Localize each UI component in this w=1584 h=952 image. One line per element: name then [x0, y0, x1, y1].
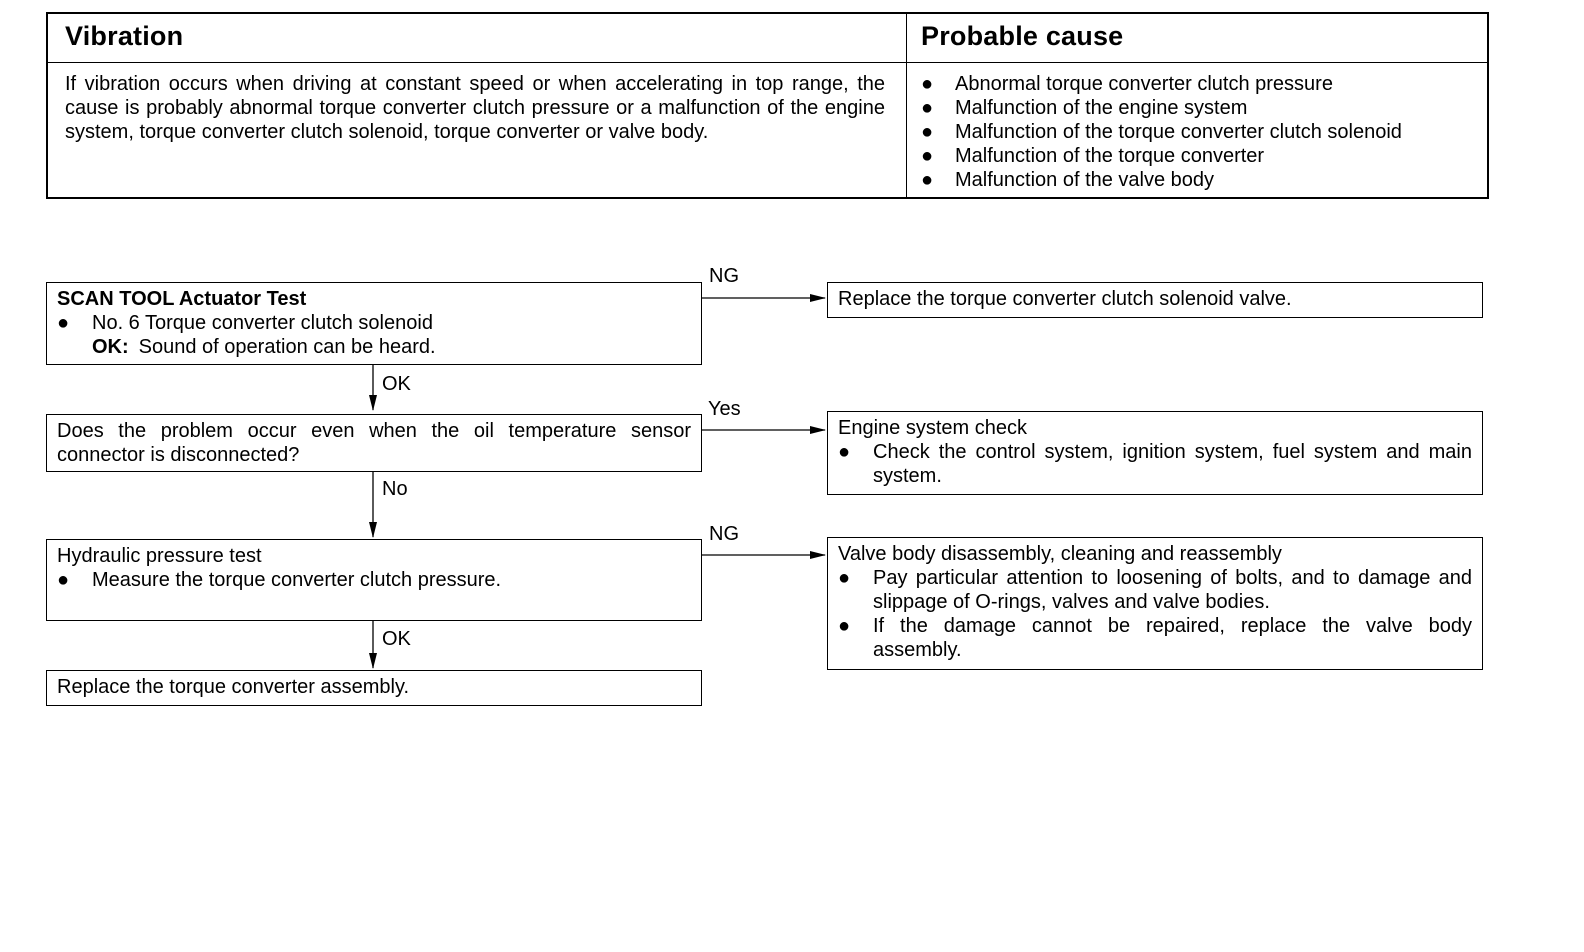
bullet-icon: ●	[921, 145, 934, 167]
symptom-description: If vibration occurs when driving at cons…	[65, 73, 885, 143]
symptom-table: Vibration Probable cause If vibration oc…	[46, 12, 1489, 199]
engine-check-item: ●Check the control system, ignition syst…	[838, 441, 1472, 487]
step3-item: ●Measure the torque converter clutch pre…	[57, 569, 502, 591]
result-engine-system-check: Engine system check ●Check the control s…	[827, 411, 1483, 495]
bullet-icon: ●	[57, 312, 70, 334]
bullet-icon: ●	[921, 73, 934, 95]
bullet-icon: ●	[921, 121, 934, 143]
bullet-icon: ●	[921, 169, 934, 191]
label-ng-2: NG	[709, 523, 739, 545]
valve-body-item: ●Pay particular attention to loosening o…	[838, 567, 1472, 613]
step3-title: Hydraulic pressure test	[57, 545, 262, 567]
header-divider	[48, 62, 1487, 63]
cause-item: ●Malfunction of the valve body	[921, 169, 1215, 191]
ok-text: Sound of operation can be heard.	[138, 336, 436, 358]
bullet-icon: ●	[838, 567, 851, 589]
valve-body-title: Valve body disassembly, cleaning and rea…	[838, 543, 1282, 565]
header-probable-cause: Probable cause	[921, 21, 1124, 51]
bullet-icon: ●	[838, 441, 851, 463]
step-hydraulic-pressure-test: Hydraulic pressure test ●Measure the tor…	[46, 539, 702, 621]
step-oil-temperature-sensor-question: Does the problem occur even when the oil…	[46, 414, 702, 472]
probable-cause-list: ●Abnormal torque converter clutch pressu…	[918, 72, 1402, 192]
step1-item: ●No. 6 Torque converter clutch solenoid	[57, 312, 433, 334]
bullet-icon: ●	[57, 569, 70, 591]
result-valve-body-service: Valve body disassembly, cleaning and rea…	[827, 537, 1483, 670]
engine-check-title: Engine system check	[838, 417, 1027, 439]
bullet-icon: ●	[838, 615, 851, 637]
result-replace-torque-converter: Replace the torque converter assembly.	[46, 670, 702, 706]
label-yes: Yes	[708, 398, 741, 420]
label-ng-1: NG	[709, 265, 739, 287]
valve-body-item: ●If the damage cannot be repaired, repla…	[838, 615, 1472, 661]
cause-item: ●Malfunction of the torque converter	[921, 145, 1265, 167]
ok-label: OK:	[92, 336, 129, 358]
step2-text: Does the problem occur even when the oil…	[57, 420, 691, 466]
step1-ok-criteria: OK: Sound of operation can be heard.	[57, 335, 691, 359]
label-no: No	[382, 478, 408, 500]
bullet-icon: ●	[921, 97, 934, 119]
step-scan-tool-actuator-test: SCAN TOOL Actuator Test ●No. 6 Torque co…	[46, 282, 702, 365]
label-ok-2: OK	[382, 628, 411, 650]
label-ok-1: OK	[382, 373, 411, 395]
step1-title: SCAN TOOL Actuator Test	[57, 288, 307, 310]
header-vibration: Vibration	[65, 21, 184, 51]
column-divider	[906, 14, 907, 197]
cause-item: ●Abnormal torque converter clutch pressu…	[921, 73, 1333, 95]
cause-item: ●Malfunction of the torque converter clu…	[921, 121, 1402, 143]
result-replace-solenoid-valve: Replace the torque converter clutch sole…	[827, 282, 1483, 318]
cause-item: ●Malfunction of the engine system	[921, 97, 1248, 119]
